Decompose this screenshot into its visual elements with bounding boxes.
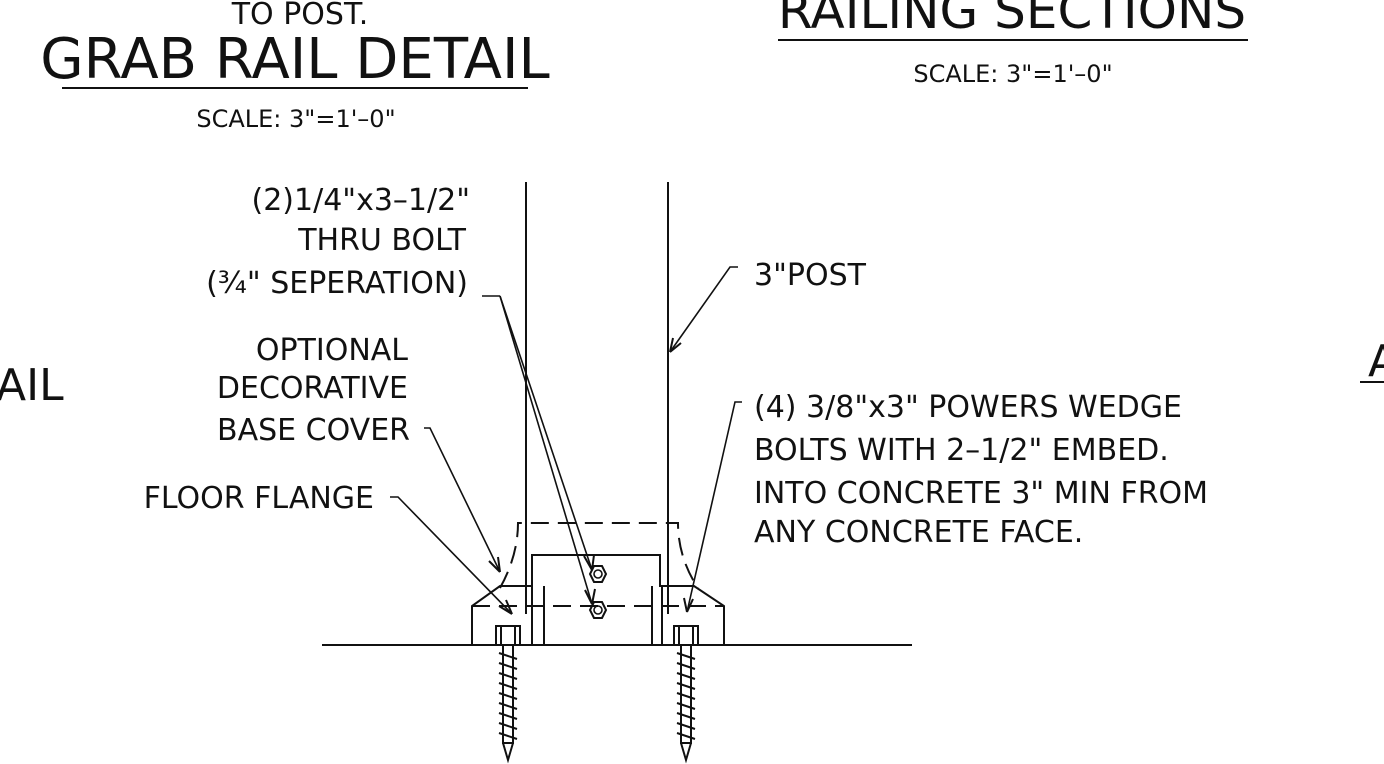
detail-title: GRAB RAIL DETAIL — [40, 27, 549, 92]
wedge-bolt-callout-line-4: ANY CONCRETE FACE. — [754, 515, 1083, 550]
anchor-bolt-left — [495, 625, 521, 764]
thru-bolt-callout-line-2: THRU BOLT — [297, 223, 466, 258]
thru-bolt-lower — [588, 601, 608, 619]
thru-bolt-leader — [482, 295, 596, 605]
base-cover-leader — [424, 427, 501, 573]
section-scale: SCALE: 3"=1'–0" — [913, 60, 1112, 88]
post-callout: 3"POST — [754, 258, 867, 293]
top-fragment-text: TO POST. — [231, 0, 369, 32]
base-cover-outline — [499, 522, 699, 589]
wedge-bolt-callout-line-1: (4) 3/8"x3" POWERS WEDGE — [754, 390, 1182, 425]
wedge-bolt-leader — [683, 401, 742, 613]
thru-bolt-callout-line-3: (¾" SEPERATION) — [206, 266, 468, 301]
floor-flange-callout: FLOOR FLANGE — [144, 481, 374, 516]
base-cover-callout-line-2: DECORATIVE — [217, 371, 408, 406]
base-cover-callout-line-1: OPTIONAL — [256, 333, 408, 368]
thru-bolt-callout-line-1: (2)1/4"x3–1/2" — [252, 183, 471, 218]
thru-bolt-upper — [588, 565, 608, 583]
floor-flange-leader — [390, 496, 513, 615]
wedge-bolt-callout-line-2: BOLTS WITH 2–1/2" EMBED. — [754, 433, 1169, 468]
left-edge-fragment: AIL — [0, 360, 64, 411]
base-cover-callout-line-3: BASE COVER — [217, 413, 410, 448]
section-title: RAILING SECTIONS — [778, 0, 1246, 40]
wedge-bolt-callout-line-3: INTO CONCRETE 3" MIN FROM — [754, 476, 1208, 511]
right-edge-fragment: A — [1368, 336, 1384, 387]
anchor-bolt-right — [673, 625, 699, 764]
detail-scale: SCALE: 3"=1'–0" — [196, 105, 395, 133]
floor-flange — [471, 554, 725, 645]
post-leader — [669, 266, 738, 353]
